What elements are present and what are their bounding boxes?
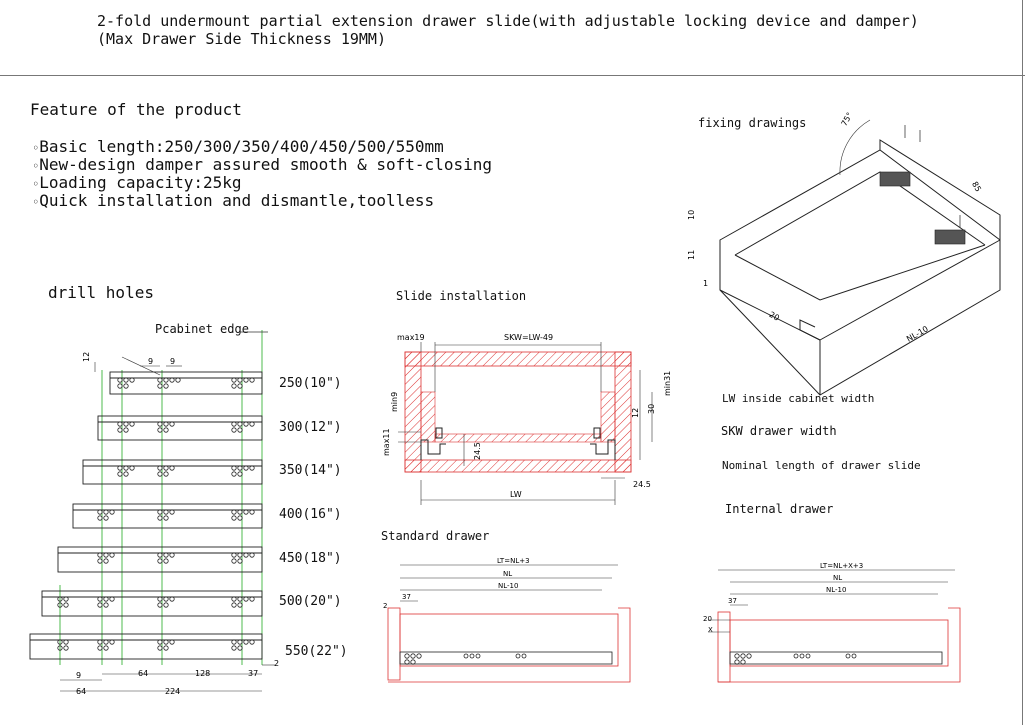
dim-label: 64: [76, 687, 86, 696]
install-dimension-lines: [398, 342, 653, 505]
dim-label: LT=NL+3: [497, 557, 530, 565]
slide-size-label: 300(12"): [279, 420, 342, 435]
dim-label: 10: [687, 210, 696, 220]
standard-dimension-lines: [400, 564, 618, 602]
dim-label: NL: [833, 574, 842, 582]
legend-skw: SKW drawer width: [721, 424, 837, 438]
dim-label: 1: [703, 279, 708, 288]
dim-label: 12: [82, 352, 91, 362]
dim-label: LW: [510, 490, 522, 499]
internal-drawer-heading: Internal drawer: [725, 502, 834, 516]
internal-drawer-slide: [729, 651, 943, 665]
dim-label: min31: [663, 371, 672, 396]
cabinet-edge-label: Pcabinet edge: [155, 322, 249, 336]
dim-label: 85: [970, 180, 983, 193]
slide-size-label: 250(10"): [279, 376, 342, 391]
dim-label: 9: [76, 671, 81, 680]
dim-label: 2: [383, 602, 387, 610]
feature-item: ◦Quick installation and dismantle,toolle…: [32, 191, 435, 210]
slide-profile: [420, 427, 616, 460]
slide-size-label: 450(18"): [279, 551, 342, 566]
dim-label: 37: [402, 593, 411, 601]
drill-dimension-lines: [60, 356, 275, 692]
dim-label: max11: [382, 428, 391, 456]
dim-label: 20: [703, 615, 712, 623]
slide-installation-heading: Slide installation: [396, 289, 527, 303]
locking-device-icon: [879, 171, 966, 245]
dim-label: 128: [195, 669, 210, 678]
dim-label: NL: [503, 570, 512, 578]
dim-label: 20: [768, 310, 781, 323]
dim-label: 24.5: [473, 442, 482, 460]
dim-label: 64: [138, 669, 148, 678]
page-title: 2-fold undermount partial extension draw…: [97, 12, 919, 30]
standard-drawer-box: [387, 607, 631, 683]
dim-label: 37: [248, 669, 258, 678]
feature-item: ◦Loading capacity:25kg: [32, 173, 242, 192]
standard-drawer-heading: Standard drawer: [381, 529, 490, 543]
dim-label: 9: [170, 357, 175, 366]
screw-icon: [904, 125, 961, 228]
internal-drawer-box: [717, 607, 961, 683]
dim-label: 11: [687, 250, 696, 260]
dim-label: min9: [390, 392, 399, 412]
page-subtitle: (Max Drawer Side Thickness 19MM): [97, 30, 386, 48]
slide-size-label: 500(20"): [279, 594, 342, 609]
standard-drawer-slide: [399, 651, 613, 665]
header-divider: [0, 75, 1025, 76]
dim-label: 24.5: [633, 480, 651, 489]
dim-label: NL-10: [498, 582, 518, 590]
dim-label: 9: [148, 357, 153, 366]
dim-label: 12: [631, 408, 640, 418]
dim-label: max19: [397, 333, 425, 342]
dim-label: NL-10: [826, 586, 846, 594]
dim-label: 37: [728, 597, 737, 605]
feature-item: ◦Basic length:250/300/350/400/450/500/55…: [32, 137, 444, 156]
slide-size-label: 400(16"): [279, 507, 342, 522]
fixing-drawings-heading: fixing drawings: [698, 116, 807, 130]
drill-holes-heading: drill holes: [48, 283, 154, 302]
feature-item: ◦New-design damper assured smooth & soft…: [32, 155, 492, 174]
dim-label: LT=NL+X+3: [820, 562, 863, 570]
dim-label: 224: [165, 687, 180, 696]
legend-nl: Nominal length of drawer slide: [722, 459, 921, 472]
dim-label: 2: [274, 659, 279, 668]
dim-label: 30: [647, 404, 656, 414]
dim-label: SKW=LW-49: [504, 333, 553, 342]
drill-hole-group: [117, 377, 255, 389]
features-heading: Feature of the product: [30, 100, 242, 119]
right-border: [1022, 0, 1023, 725]
dim-label: X: [708, 626, 713, 634]
slide-size-label: 350(14"): [279, 463, 342, 478]
legend-lw: LW inside cabinet width: [722, 392, 875, 405]
slide-size-label: 550(22"): [285, 644, 348, 659]
internal-dimension-lines: [708, 569, 955, 633]
